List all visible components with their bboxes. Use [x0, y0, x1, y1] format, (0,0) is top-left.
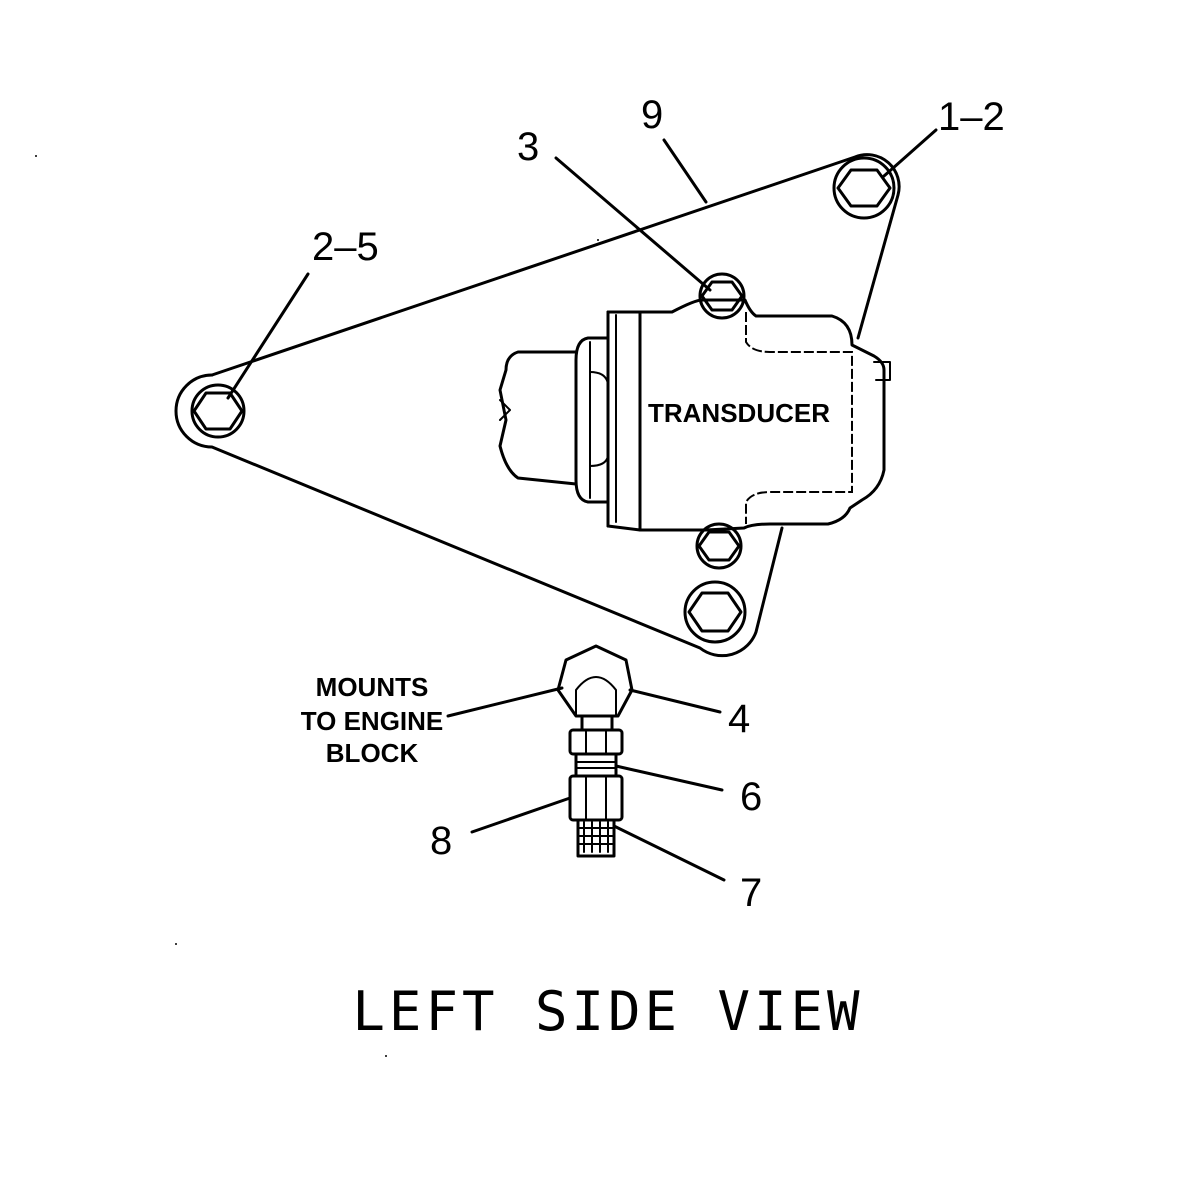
- view-title: LEFT SIDE VIEW: [352, 980, 863, 1043]
- callout-3: 3: [517, 125, 539, 169]
- mounting-bracket: [174, 153, 901, 658]
- leader-3: [554, 156, 712, 292]
- leader-4: [628, 688, 722, 714]
- bolt-3: [698, 272, 746, 320]
- callout-1-2: 1–2: [938, 95, 1005, 139]
- mounts-label-line-1: MOUNTS: [316, 672, 429, 702]
- leader-7: [612, 824, 726, 882]
- callout-4: 4: [728, 697, 750, 741]
- leader-9: [662, 138, 708, 204]
- callout-6: 6: [740, 775, 762, 819]
- callout-8: 8: [430, 819, 452, 863]
- leader-8: [470, 796, 572, 834]
- bolt-2-5: [190, 383, 246, 439]
- leader-1-2: [882, 128, 938, 178]
- leader-2-5: [226, 272, 310, 400]
- leader-6: [614, 764, 724, 792]
- bolt-bracket-bottom: [683, 580, 747, 644]
- callout-7: 7: [740, 871, 762, 915]
- leader-lines: [226, 128, 938, 882]
- leader-mounts: [446, 686, 564, 718]
- transducer: [498, 298, 891, 532]
- mounts-label-line-2: TO ENGINE: [301, 706, 444, 736]
- bolt-1-2: [832, 156, 896, 220]
- elbow-fitting-assembly: [556, 644, 634, 858]
- scan-specks: [35, 155, 599, 1057]
- callout-9: 9: [641, 93, 663, 137]
- transducer-label: TRANSDUCER: [648, 398, 830, 428]
- bolt-transducer-bottom: [695, 522, 743, 570]
- callout-2-5: 2–5: [312, 225, 379, 269]
- mounts-label-line-3: BLOCK: [326, 738, 419, 768]
